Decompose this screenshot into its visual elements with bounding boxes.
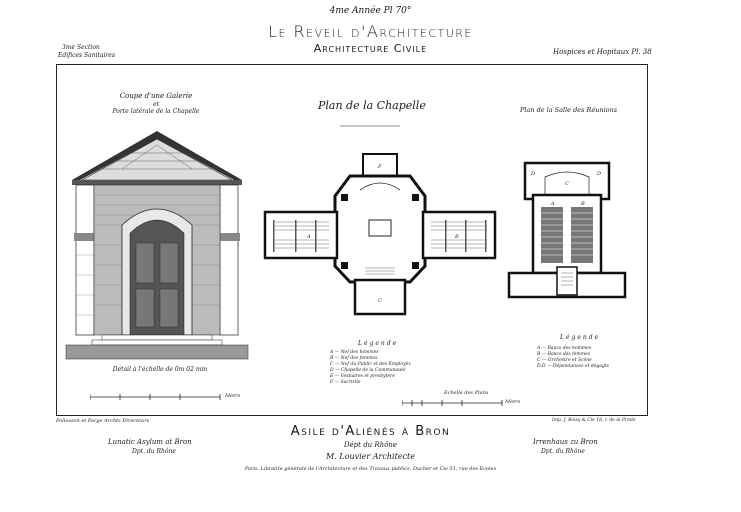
plans-scale-bar bbox=[402, 400, 503, 406]
hall-legend-item: C — Orchestre et Scène bbox=[537, 358, 592, 363]
gallery-section-drawing bbox=[65, 131, 249, 360]
hall-letter-d2: D bbox=[596, 171, 601, 177]
hall-legend-item: B — Bancs des femmes bbox=[537, 352, 590, 357]
chapel-legend-title: Légende bbox=[358, 340, 399, 347]
detail-scale-bar bbox=[90, 394, 221, 400]
building-architect: M. Louvier Architecte bbox=[326, 452, 415, 461]
chapel-legend-item: D — Chapelle de la Communauté bbox=[330, 368, 406, 373]
room-letter-a: A bbox=[306, 234, 311, 240]
hall-letter-d: D bbox=[530, 171, 535, 177]
english-title: Lunatic Asylum at Bron bbox=[108, 438, 192, 446]
hall-letter-a: A bbox=[550, 201, 555, 207]
hall-legend-item: A — Bancs des hommes bbox=[537, 346, 592, 351]
english-department: Dpt. du Rhône bbox=[132, 448, 176, 455]
room-letter-c: C bbox=[378, 298, 382, 304]
detail-scale-unit: Mètre bbox=[225, 393, 241, 399]
section-name: Edifices Sanitaires bbox=[58, 52, 115, 59]
printer-credit: Imp. J. Boisy & Cie 18, r. de la Pirote bbox=[552, 418, 636, 423]
chapel-legend-item: F — Sacristie bbox=[330, 380, 361, 385]
hall-letter-b: B bbox=[580, 201, 585, 207]
coupe-title: Coupe d'une Galerie bbox=[119, 92, 193, 100]
section-number: 3me Section bbox=[62, 44, 100, 51]
architects-credit: Pollosson et Farge Archts Directeurs bbox=[56, 418, 150, 424]
plans-scale-unit: Mètre bbox=[505, 399, 521, 405]
journal-subtitle: Architecture Civile bbox=[313, 42, 428, 55]
journal-title: Le Reveil d'Architecture bbox=[268, 22, 473, 41]
hall-legend-title: Légende bbox=[560, 334, 601, 341]
coupe-title-et: et bbox=[153, 101, 159, 108]
chapel-legend-item: A — Nef des hommes bbox=[330, 350, 379, 355]
chapel-legend-item: C — Nef du Public et des Employés bbox=[330, 362, 411, 367]
hall-legend-item: D.D — Dépendances et dégagts bbox=[537, 364, 609, 369]
building-title: Asile d'Aliénés à Bron bbox=[290, 424, 451, 439]
coupe-title-porte: Porte latérale de la Chapelle bbox=[112, 108, 200, 115]
plans-scale-label: Echelle des Plans bbox=[444, 390, 489, 396]
chapel-plan-title: Plan de la Chapelle bbox=[318, 99, 426, 112]
building-department: Dépt du Rhône bbox=[343, 441, 398, 449]
chapel-floor-plan: A B C F bbox=[263, 153, 497, 316]
room-letter-f: F bbox=[377, 164, 382, 170]
hall-letter-c: C bbox=[565, 181, 569, 187]
drawing-frame bbox=[56, 64, 648, 416]
german-department: Dpt. du Rhône bbox=[541, 448, 585, 455]
plate-reference: Hospices et Hopitaux Pl. 38 bbox=[553, 48, 652, 56]
room-letter-b: B bbox=[454, 234, 459, 240]
chapel-legend-item: E — Vestiaires et presbytère bbox=[330, 374, 395, 379]
meeting-hall-title: Plan de la Salle des Réunions bbox=[520, 106, 618, 114]
detail-scale-label: Détail à l'échelle de 0m 02 mm bbox=[112, 366, 208, 373]
german-title: Irrenhaus zu Bron bbox=[533, 438, 598, 446]
issue-number: 4me Année Pl 70° bbox=[329, 6, 412, 16]
publisher-line: Paris. Librairie générale de l'Architect… bbox=[244, 466, 497, 472]
chapel-title-underline bbox=[340, 125, 400, 127]
meeting-hall-plan: A B C D D bbox=[507, 161, 627, 299]
chapel-legend-item: B — Nef des femmes bbox=[330, 356, 378, 361]
